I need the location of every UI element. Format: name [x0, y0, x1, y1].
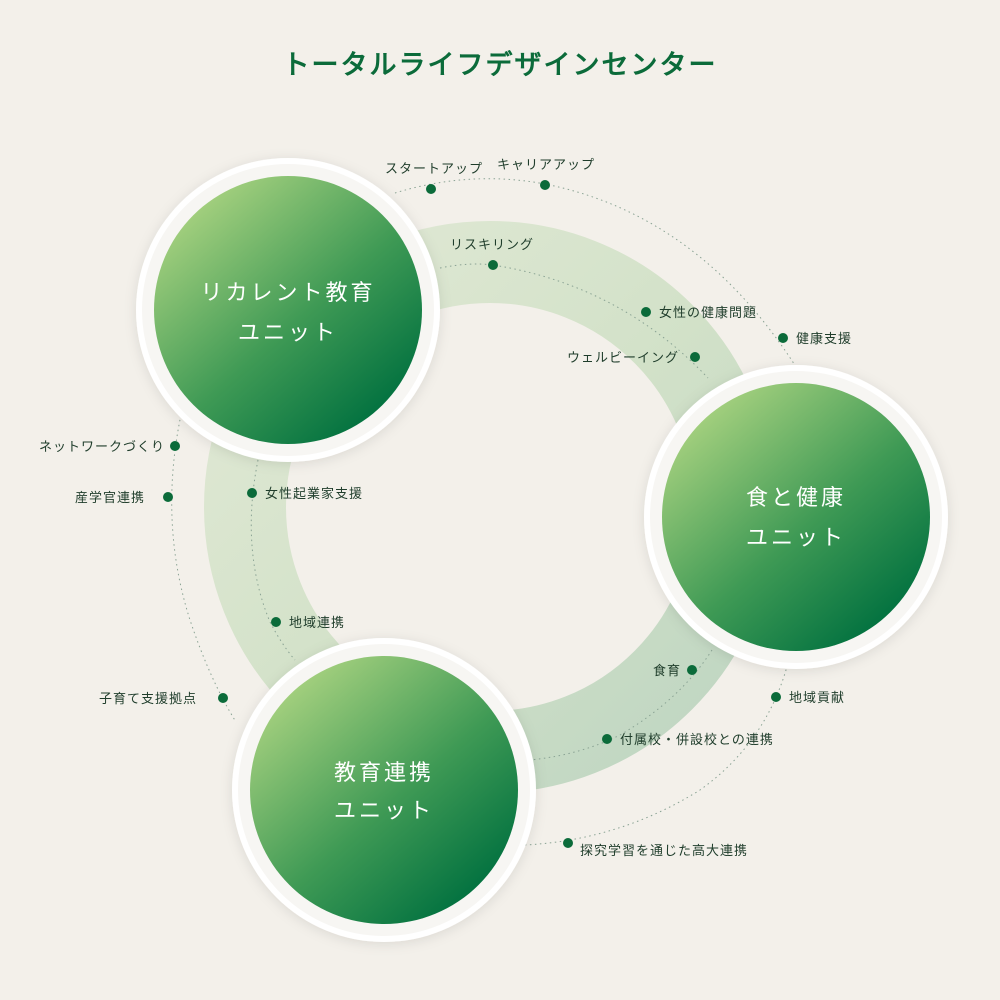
- education-unit-subtitle: ユニット: [334, 799, 434, 824]
- orbit-path-inner-right: [529, 649, 713, 761]
- label-childcare: 子育て支援拠点: [99, 691, 228, 707]
- label-shokuiku: 食育: [653, 663, 697, 679]
- svg-text:スタートアップ: スタートアップ: [385, 162, 483, 177]
- label-inquiry: 探究学習を通じた高大連携: [563, 838, 748, 859]
- svg-text:健康支援: 健康支援: [796, 331, 852, 347]
- label-regional-collab: 地域連携: [271, 615, 345, 631]
- svg-text:産学官連携: 産学官連携: [75, 490, 145, 506]
- food-unit-subtitle: ユニット: [746, 526, 846, 551]
- svg-text:子育て支援拠点: 子育て支援拠点: [99, 691, 197, 707]
- recurrent-unit-title: リカレント教育: [200, 281, 375, 306]
- orbit-path-right: [524, 654, 791, 846]
- food-unit-title: 食と健康: [746, 486, 846, 511]
- label-network: ネットワークづくり: [39, 440, 180, 455]
- svg-text:食育: 食育: [653, 663, 681, 679]
- label-regional-contrib: 地域貢献: [771, 691, 845, 706]
- svg-text:キャリアアップ: キャリアアップ: [497, 158, 595, 173]
- label-startup: スタートアップ: [385, 162, 483, 194]
- svg-text:ウェルビーイング: ウェルビーイング: [567, 351, 679, 366]
- label-reskilling: リスキリング: [450, 238, 534, 270]
- svg-text:ネットワークづくり: ネットワークづくり: [39, 440, 165, 455]
- recurrent-education-unit: リカレント教育 ユニット: [136, 158, 440, 462]
- svg-text:付属校・併設校との連携: 付属校・併設校との連携: [620, 732, 774, 748]
- page-title: トータルライフデザインセンター: [283, 49, 718, 81]
- svg-text:地域連携: 地域連携: [289, 615, 345, 631]
- recurrent-unit-subtitle: ユニット: [238, 321, 338, 346]
- label-health-support: 健康支援: [778, 331, 852, 347]
- education-unit-title: 教育連携: [334, 761, 434, 786]
- svg-text:女性起業家支援: 女性起業家支援: [265, 486, 363, 502]
- label-wellbeing: ウェルビーイング: [567, 351, 700, 366]
- food-health-unit: 食と健康 ユニット: [644, 365, 948, 669]
- svg-text:地域貢献: 地域貢献: [789, 691, 845, 706]
- label-industry: 産学官連携: [75, 490, 173, 506]
- label-affiliated: 付属校・併設校との連携: [602, 732, 774, 748]
- svg-text:リスキリング: リスキリング: [450, 238, 534, 253]
- label-women-startup: 女性起業家支援: [247, 486, 363, 502]
- education-collab-unit: 教育連携 ユニット: [232, 638, 536, 942]
- svg-text:女性の健康問題: 女性の健康問題: [659, 305, 757, 321]
- label-women-health: 女性の健康問題: [641, 305, 757, 321]
- orbit-path-inner-top: [439, 263, 709, 379]
- svg-text:探究学習を通じた高大連携: 探究学習を通じた高大連携: [580, 843, 748, 859]
- label-career: キャリアアップ: [497, 158, 595, 190]
